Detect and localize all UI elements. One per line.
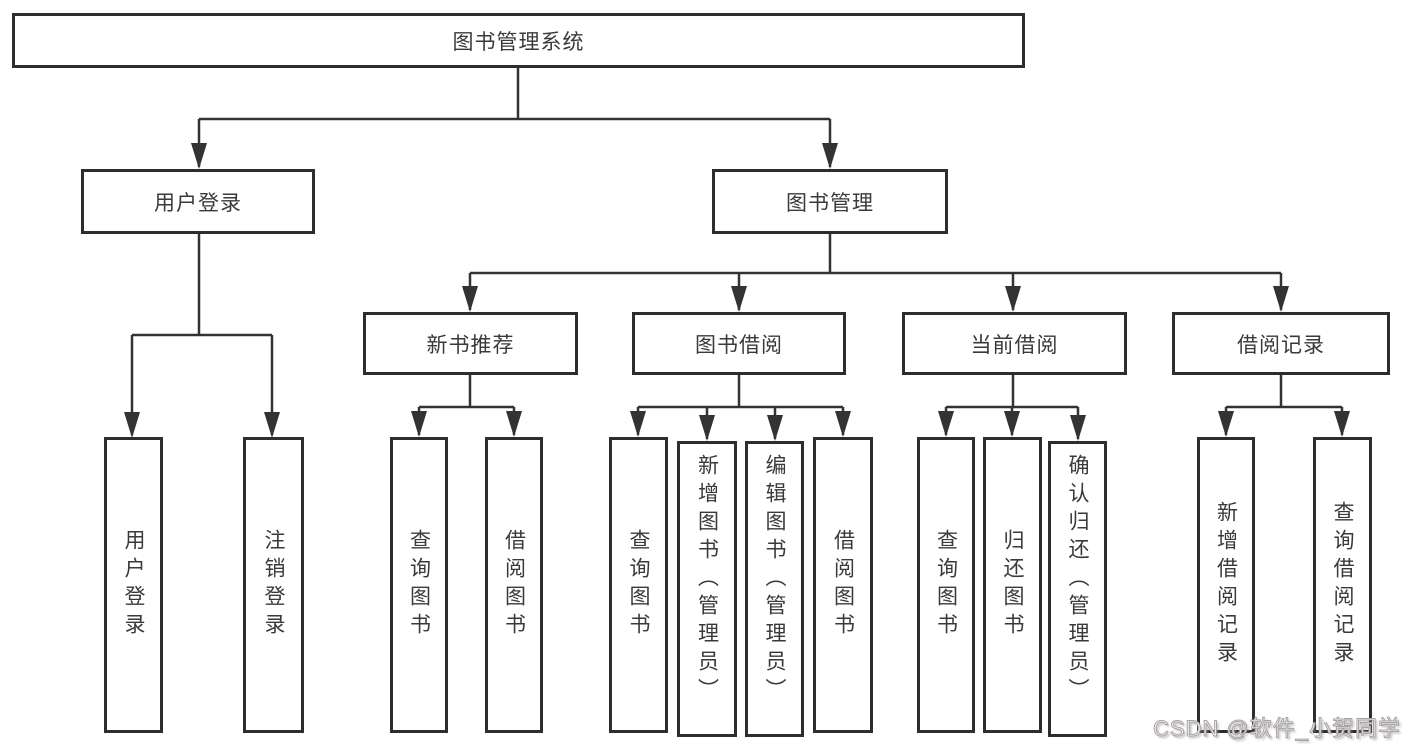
leaf-confirm-return-admin-label: 确认归还（管理员） <box>1066 454 1089 706</box>
leaf-return-books-label: 归还图书 <box>1001 529 1024 641</box>
node-book-management: 图书管理 <box>712 169 948 234</box>
node-book-management-label: 图书管理 <box>786 191 874 215</box>
leaf-add-borrow-record: 新增借阅记录 <box>1197 437 1255 733</box>
leaf-borrow-books-2-label: 借阅图书 <box>831 529 855 641</box>
leaf-query-books-1: 查询图书 <box>390 437 448 733</box>
connector-userlogin-to-leaves <box>124 234 280 438</box>
leaf-logout: 注销登录 <box>243 437 304 733</box>
connector-recommend-to-leaves <box>411 375 522 437</box>
leaf-query-books-2: 查询图书 <box>609 437 668 733</box>
leaf-user-login-label: 用户登录 <box>122 529 145 641</box>
leaf-query-borrow-record-label: 查询借阅记录 <box>1331 501 1354 669</box>
leaf-borrow-books-1-label: 借阅图书 <box>502 529 526 641</box>
node-book-borrow: 图书借阅 <box>632 312 846 375</box>
connector-current-to-leaves <box>938 375 1086 441</box>
csdn-watermark: CSDN @软件_小贺同学 <box>1152 716 1401 742</box>
leaf-borrow-books-1: 借阅图书 <box>485 437 543 733</box>
leaf-user-login: 用户登录 <box>104 437 163 733</box>
node-book-borrow-label: 图书借阅 <box>695 333 783 357</box>
leaf-confirm-return-admin: 确认归还（管理员） <box>1048 441 1107 737</box>
connector-root-to-level2 <box>191 68 838 169</box>
leaf-edit-book-admin-label: 编辑图书（管理员） <box>763 454 786 706</box>
node-new-book-recommend: 新书推荐 <box>363 312 578 375</box>
connector-borrow-to-leaves <box>630 375 851 441</box>
node-new-book-recommend-label: 新书推荐 <box>426 333 515 357</box>
connector-records-to-leaves <box>1218 375 1350 437</box>
node-library-system-label: 图书管理系统 <box>452 30 585 54</box>
node-borrow-records: 借阅记录 <box>1172 312 1390 375</box>
connector-management-to-level3 <box>462 234 1289 312</box>
leaf-add-borrow-record-label: 新增借阅记录 <box>1214 501 1238 669</box>
leaf-query-borrow-record: 查询借阅记录 <box>1313 437 1372 733</box>
leaf-logout-label: 注销登录 <box>262 529 285 641</box>
leaf-query-books-3: 查询图书 <box>917 437 975 733</box>
node-library-system: 图书管理系统 <box>12 13 1025 68</box>
leaf-query-books-2-label: 查询图书 <box>627 529 650 641</box>
leaf-edit-book-admin: 编辑图书（管理员） <box>745 441 804 737</box>
leaf-add-book-admin-label: 新增图书（管理员） <box>695 454 719 706</box>
node-user-login-label: 用户登录 <box>154 191 242 215</box>
node-borrow-records-label: 借阅记录 <box>1237 333 1325 357</box>
node-user-login: 用户登录 <box>81 169 315 234</box>
leaf-borrow-books-2: 借阅图书 <box>813 437 873 733</box>
node-current-borrow: 当前借阅 <box>902 312 1127 375</box>
leaf-query-books-3-label: 查询图书 <box>934 529 958 641</box>
leaf-add-book-admin: 新增图书（管理员） <box>677 441 737 737</box>
leaf-return-books: 归还图书 <box>983 437 1042 733</box>
leaf-query-books-1-label: 查询图书 <box>407 529 431 641</box>
node-current-borrow-label: 当前借阅 <box>970 333 1059 357</box>
